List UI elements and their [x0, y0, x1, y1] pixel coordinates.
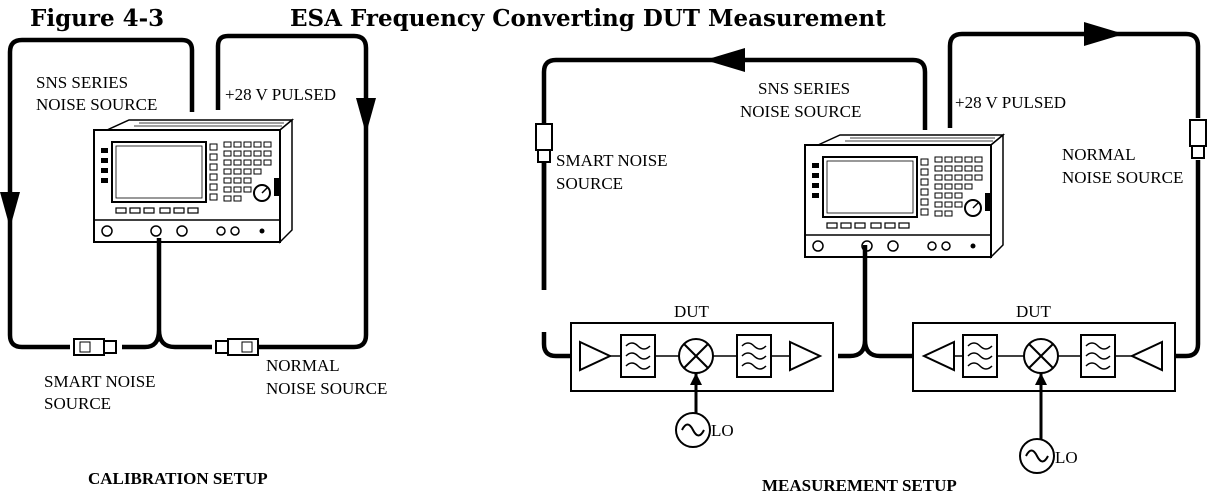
- noise-source-icon: [1189, 119, 1207, 159]
- cal-sns-noise-source-label: NOISE SOURCE: [36, 95, 157, 114]
- meas-right-lower-cable: [1172, 160, 1201, 359]
- arrow-icon: [0, 192, 20, 228]
- cal-pulsed-label: +28 V PULSED: [225, 85, 336, 104]
- cal-smart-source-label: SOURCE: [44, 394, 111, 413]
- bandpass-filter-icon: [736, 334, 772, 378]
- amplifier-icon: [579, 340, 613, 372]
- mixer-icon: [678, 338, 714, 374]
- local-oscillator-icon: [675, 412, 711, 448]
- meas-smart-label: SMART NOISE: [556, 151, 668, 170]
- cal-right-cable: [215, 33, 369, 350]
- amplifier-icon: [1129, 340, 1163, 372]
- bandpass-filter-icon: [620, 334, 656, 378]
- dut-left-label: DUT: [674, 302, 710, 321]
- noise-source-icon: [215, 338, 259, 356]
- calibration-caption: CALIBRATION SETUP: [88, 469, 268, 488]
- meas-sns-noise-source-label: NOISE SOURCE: [740, 102, 861, 121]
- mixer-icon: [1023, 338, 1059, 374]
- dut-right-label: DUT: [1016, 302, 1052, 321]
- bandpass-filter-icon: [962, 334, 998, 378]
- meas-sns-series-label: SNS SERIES: [758, 79, 850, 98]
- noise-source-icon: [73, 338, 117, 356]
- cal-normal-label: NORMAL: [266, 356, 340, 375]
- meas-input-cable: [838, 245, 915, 359]
- arrow-icon: [1084, 22, 1124, 46]
- noise-source-icon: [535, 123, 553, 163]
- spectrum-analyzer-icon: [804, 134, 1004, 258]
- measurement-setup: DUT LO DUT LO SNS SERIES NOISE SOURCE +2…: [535, 22, 1207, 495]
- cal-normal-source-label: NOISE SOURCE: [266, 379, 387, 398]
- local-oscillator-icon: [1019, 438, 1055, 474]
- figure-number: Figure 4-3: [30, 5, 165, 32]
- lo-right-label: LO: [1055, 448, 1078, 467]
- meas-normal-source-label: NOISE SOURCE: [1062, 168, 1183, 187]
- cal-left-cable: [7, 37, 195, 350]
- measurement-caption: MEASUREMENT SETUP: [762, 476, 957, 495]
- figure-header: Figure 4-3 ESA Frequency Converting DUT …: [0, 0, 1211, 40]
- meas-right-cable: [947, 31, 1201, 128]
- cal-sns-series-label: SNS SERIES: [36, 73, 128, 92]
- meas-normal-label: NORMAL: [1062, 145, 1136, 164]
- figure-title: ESA Frequency Converting DUT Measurement: [290, 5, 886, 32]
- meas-left-lower-cable: [541, 332, 578, 359]
- arrow-icon: [705, 48, 745, 72]
- meas-pulsed-label: +28 V PULSED: [955, 93, 1066, 112]
- lo-left-label: LO: [711, 421, 734, 440]
- dut-right-chain: [921, 334, 1163, 378]
- cal-input-cable: [122, 238, 212, 350]
- arrow-icon: [356, 98, 376, 134]
- dut-left-chain: [579, 334, 823, 378]
- calibration-setup: SNS SERIES NOISE SOURCE +28 V PULSED SMA…: [0, 33, 387, 488]
- cal-smart-label: SMART NOISE: [44, 372, 156, 391]
- meas-smart-source-label: SOURCE: [556, 174, 623, 193]
- amplifier-icon: [789, 340, 823, 372]
- spectrum-analyzer-icon: [93, 119, 293, 243]
- bandpass-filter-icon: [1080, 334, 1116, 378]
